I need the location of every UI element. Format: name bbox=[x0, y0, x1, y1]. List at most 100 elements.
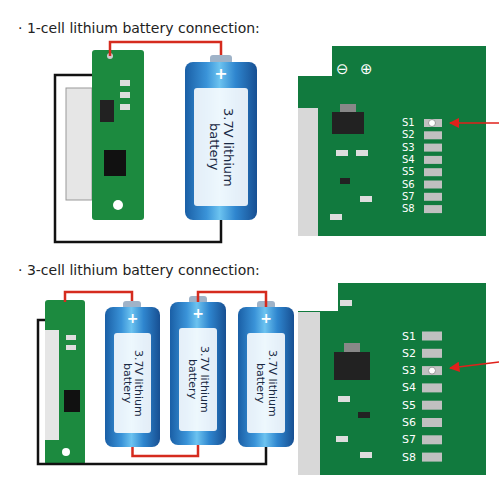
battery-cell: +3.7V lithium battery bbox=[185, 62, 257, 220]
pin-label: S7 bbox=[402, 192, 415, 202]
section-heading: · 1-cell lithium battery connection: bbox=[18, 20, 260, 36]
board-closeup: ⊖ ⊕ S1S2S3S4S5S6S7S8 bbox=[298, 46, 486, 236]
board-closeup bbox=[298, 46, 486, 236]
pointer-arrow bbox=[450, 122, 499, 124]
battery-label: 3.7V lithium battery bbox=[179, 328, 217, 431]
wire-hole bbox=[429, 367, 436, 374]
red-wire bbox=[65, 292, 132, 303]
solder-pad bbox=[422, 349, 442, 358]
regulator-chip bbox=[332, 112, 364, 134]
solder-pad bbox=[424, 131, 442, 139]
solder-pad bbox=[422, 435, 442, 444]
polarity-mark: + bbox=[185, 66, 257, 83]
chip bbox=[100, 100, 114, 122]
pin-label: S5 bbox=[402, 167, 415, 177]
resistor bbox=[120, 104, 130, 110]
polarity-mark: + bbox=[105, 311, 160, 326]
solder-pad bbox=[424, 193, 442, 201]
solder-pad bbox=[422, 401, 442, 410]
mount-hole bbox=[113, 200, 123, 210]
red-wire bbox=[133, 445, 199, 456]
resistor bbox=[360, 452, 372, 458]
pin-label: S6 bbox=[402, 180, 415, 190]
display-window bbox=[298, 312, 320, 475]
battery-label: 3.7V lithium battery bbox=[247, 333, 285, 433]
pin-label: S3 bbox=[402, 143, 415, 153]
resistor bbox=[336, 150, 348, 156]
regulator-tab bbox=[344, 343, 360, 352]
pin-label: S8 bbox=[402, 452, 416, 463]
polarity-mark: + bbox=[170, 306, 226, 321]
solder-pad bbox=[424, 156, 442, 164]
pin-label: S8 bbox=[402, 204, 415, 214]
pin-label: S4 bbox=[402, 155, 415, 165]
resistor bbox=[330, 214, 342, 220]
resistor bbox=[338, 396, 350, 402]
resistor bbox=[356, 150, 368, 156]
solder-pad bbox=[422, 383, 442, 392]
voltage-board bbox=[92, 50, 144, 220]
board-closeup: S1S2S3S4S5S6S7S8 bbox=[298, 283, 486, 475]
red-wire bbox=[110, 42, 221, 58]
pin-label: S5 bbox=[402, 400, 416, 411]
board-cutout bbox=[298, 283, 338, 311]
pin-label: S2 bbox=[402, 348, 416, 359]
solder-pads bbox=[422, 332, 442, 462]
solder-pad bbox=[422, 366, 442, 375]
pin-label: S3 bbox=[402, 365, 416, 376]
wire-hole bbox=[429, 120, 436, 127]
capacitor bbox=[358, 412, 370, 418]
solder-pad bbox=[422, 453, 442, 462]
solder-pad bbox=[424, 181, 442, 189]
ic-chip bbox=[64, 390, 80, 412]
pin-label: S1 bbox=[402, 118, 415, 128]
pin-label: S2 bbox=[402, 130, 415, 140]
regulator-chip bbox=[334, 352, 370, 380]
pin-label: S7 bbox=[402, 434, 416, 445]
red-wire bbox=[198, 292, 266, 307]
ic-chip bbox=[104, 150, 126, 176]
resistor bbox=[360, 196, 372, 202]
pin-label: ⊖ bbox=[336, 62, 349, 77]
solder-pad bbox=[422, 332, 442, 341]
pin-label: S1 bbox=[402, 331, 416, 342]
battery-cell: +3.7V lithium battery bbox=[105, 307, 160, 447]
battery-label: 3.7V lithium battery bbox=[194, 88, 248, 206]
pin-label: S6 bbox=[402, 417, 416, 428]
solder-pad bbox=[424, 144, 442, 152]
board-closeup bbox=[298, 283, 486, 475]
pointer-arrow bbox=[450, 362, 499, 368]
solder-pad bbox=[424, 205, 442, 213]
resistor bbox=[120, 92, 130, 98]
voltage-board bbox=[45, 300, 85, 465]
mount-hole bbox=[62, 448, 70, 456]
solder-pads bbox=[424, 119, 442, 213]
resistor bbox=[66, 335, 76, 340]
pin-label: S4 bbox=[402, 382, 416, 393]
solder-pad bbox=[107, 53, 113, 59]
solder-pad bbox=[424, 168, 442, 176]
capacitor bbox=[340, 178, 350, 184]
battery-label: 3.7V lithium battery bbox=[114, 333, 151, 433]
display-window bbox=[45, 330, 59, 440]
resistor bbox=[336, 436, 348, 442]
display-window bbox=[298, 108, 318, 236]
solder-pad bbox=[424, 119, 442, 127]
solder-pad bbox=[422, 418, 442, 427]
resistor bbox=[120, 80, 130, 86]
battery-cell: +3.7V lithium battery bbox=[170, 302, 226, 445]
section-heading: · 3-cell lithium battery connection: bbox=[18, 262, 260, 278]
display-window bbox=[66, 88, 92, 200]
resistor bbox=[340, 300, 352, 306]
battery-cell: +3.7V lithium battery bbox=[238, 307, 294, 447]
regulator-tab bbox=[340, 104, 356, 112]
board-cutout bbox=[298, 46, 332, 76]
polarity-mark: + bbox=[238, 311, 294, 326]
resistor bbox=[66, 345, 76, 350]
pin-label: ⊕ bbox=[360, 62, 373, 77]
